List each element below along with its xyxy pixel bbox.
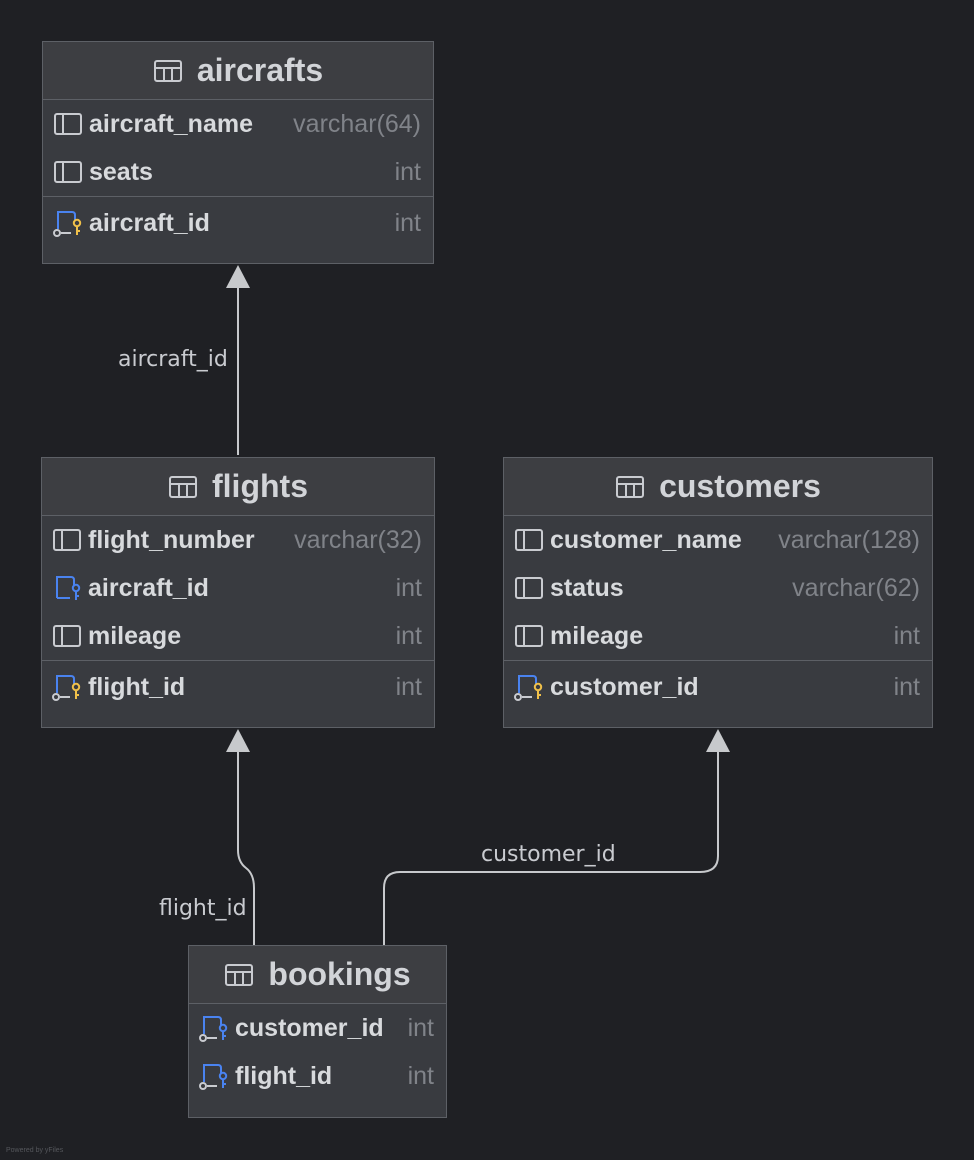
table-aircrafts[interactable]: aircrafts aircraft_name varchar(64) seat… xyxy=(42,41,434,264)
column-icon xyxy=(53,529,81,551)
table-bookings[interactable]: bookings customer_id int flight_id int xyxy=(188,945,447,1118)
column-name: customer_id xyxy=(235,1013,384,1042)
relation-label-customer-id: customer_id xyxy=(481,842,616,867)
primary-key-icon xyxy=(52,675,81,701)
column-row[interactable]: mileage int xyxy=(42,612,434,660)
foreign-key-icon xyxy=(199,1064,228,1090)
footer-credit: Powered by yFiles xyxy=(6,1147,64,1154)
column-name: seats xyxy=(89,157,153,186)
arrowhead-flights xyxy=(226,729,250,752)
table-icon xyxy=(169,475,197,498)
column-name: flight_number xyxy=(88,525,255,554)
primary-key-row[interactable]: flight_id int xyxy=(42,660,434,713)
table-name: bookings xyxy=(268,956,411,992)
column-type: int xyxy=(407,1013,434,1042)
column-name: flight_id xyxy=(235,1061,333,1090)
table-header[interactable]: bookings xyxy=(189,946,446,1004)
table-name: customers xyxy=(659,468,821,504)
column-type: int xyxy=(395,573,422,602)
column-row[interactable]: flight_id int xyxy=(189,1052,446,1100)
column-type: int xyxy=(893,621,920,650)
column-row[interactable]: customer_id int xyxy=(189,1004,446,1052)
table-name: flights xyxy=(212,468,308,504)
column-name: mileage xyxy=(88,621,182,650)
table-icon xyxy=(225,963,254,986)
column-name: flight_id xyxy=(88,672,186,701)
column-type: varchar(32) xyxy=(294,525,422,554)
relation-label-flight-id: flight_id xyxy=(159,896,247,921)
column-type: int xyxy=(893,672,920,701)
table-icon xyxy=(616,475,645,498)
column-type: varchar(64) xyxy=(293,109,421,138)
column-row[interactable]: mileage int xyxy=(504,612,932,660)
table-header[interactable]: aircrafts xyxy=(43,42,433,100)
column-type: int xyxy=(394,157,421,186)
column-icon xyxy=(515,529,543,551)
table-header[interactable]: customers xyxy=(504,458,932,516)
column-type: int xyxy=(395,672,422,701)
foreign-key-icon xyxy=(199,1016,228,1042)
column-row[interactable]: aircraft_name varchar(64) xyxy=(43,100,433,148)
relation-label-aircraft-id: aircraft_id xyxy=(118,347,228,372)
column-name: customer_id xyxy=(550,672,699,701)
column-type: int xyxy=(407,1061,434,1090)
column-row[interactable]: customer_name varchar(128) xyxy=(504,516,932,564)
column-name: status xyxy=(550,573,624,602)
table-icon xyxy=(153,59,182,82)
primary-key-row[interactable]: aircraft_id int xyxy=(43,196,433,249)
table-customers[interactable]: customers customer_name varchar(128) sta… xyxy=(503,457,933,728)
primary-key-row[interactable]: customer_id int xyxy=(504,660,932,713)
column-name: mileage xyxy=(550,621,644,650)
column-name: aircraft_id xyxy=(89,208,210,237)
column-row[interactable]: seats int xyxy=(43,148,433,196)
table-flights[interactable]: flights flight_number varchar(32) aircra… xyxy=(41,457,435,728)
relation-bookings-customers xyxy=(383,750,719,945)
arrowhead-customers xyxy=(706,729,730,752)
column-icon xyxy=(54,161,82,183)
column-icon xyxy=(515,577,543,599)
column-type: int xyxy=(394,208,421,237)
column-row[interactable]: aircraft_id int xyxy=(42,564,434,612)
primary-key-icon xyxy=(514,675,543,701)
column-type: varchar(62) xyxy=(792,573,920,602)
foreign-key-icon xyxy=(56,576,81,600)
arrowhead-aircrafts xyxy=(226,265,250,288)
column-row[interactable]: status varchar(62) xyxy=(504,564,932,612)
column-type: int xyxy=(395,621,422,650)
column-icon xyxy=(54,113,82,135)
column-name: aircraft_name xyxy=(89,109,253,138)
column-name: customer_name xyxy=(550,525,742,554)
table-header[interactable]: flights xyxy=(42,458,434,516)
column-icon xyxy=(53,625,81,647)
table-name: aircrafts xyxy=(196,52,324,88)
relation-bookings-flights xyxy=(237,750,255,945)
column-type: varchar(128) xyxy=(778,525,920,554)
column-name: aircraft_id xyxy=(88,573,209,602)
primary-key-icon xyxy=(53,211,82,237)
column-icon xyxy=(515,625,543,647)
column-row[interactable]: flight_number varchar(32) xyxy=(42,516,434,564)
